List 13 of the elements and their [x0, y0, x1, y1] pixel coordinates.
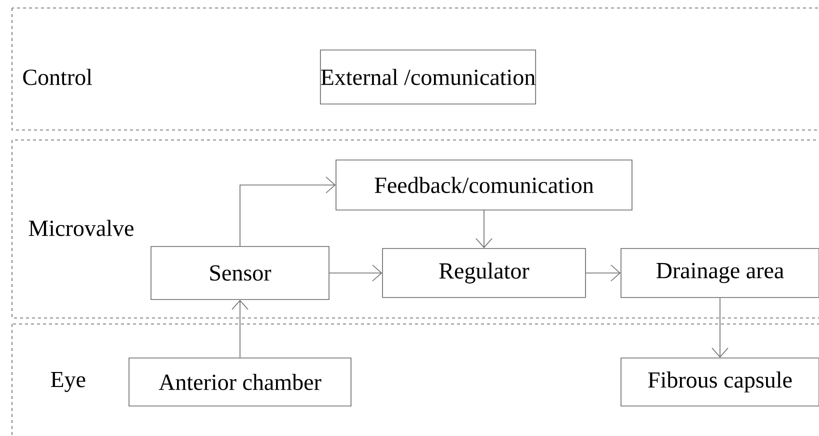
arrow — [712, 298, 728, 358]
process-box: Regulator — [382, 248, 586, 298]
arrow — [329, 264, 382, 282]
process-box: Sensor — [150, 246, 330, 300]
arrow — [240, 176, 336, 246]
process-box: Fibrous capsule — [620, 358, 819, 406]
arrow — [586, 264, 621, 282]
arrow — [232, 300, 248, 358]
process-box: Drainage area — [620, 248, 819, 298]
process-box: Anterior chamber — [128, 358, 352, 406]
process-box: External /comunication — [320, 50, 536, 104]
arrow — [476, 210, 492, 248]
process-box: Feedback/comunication — [336, 160, 632, 210]
